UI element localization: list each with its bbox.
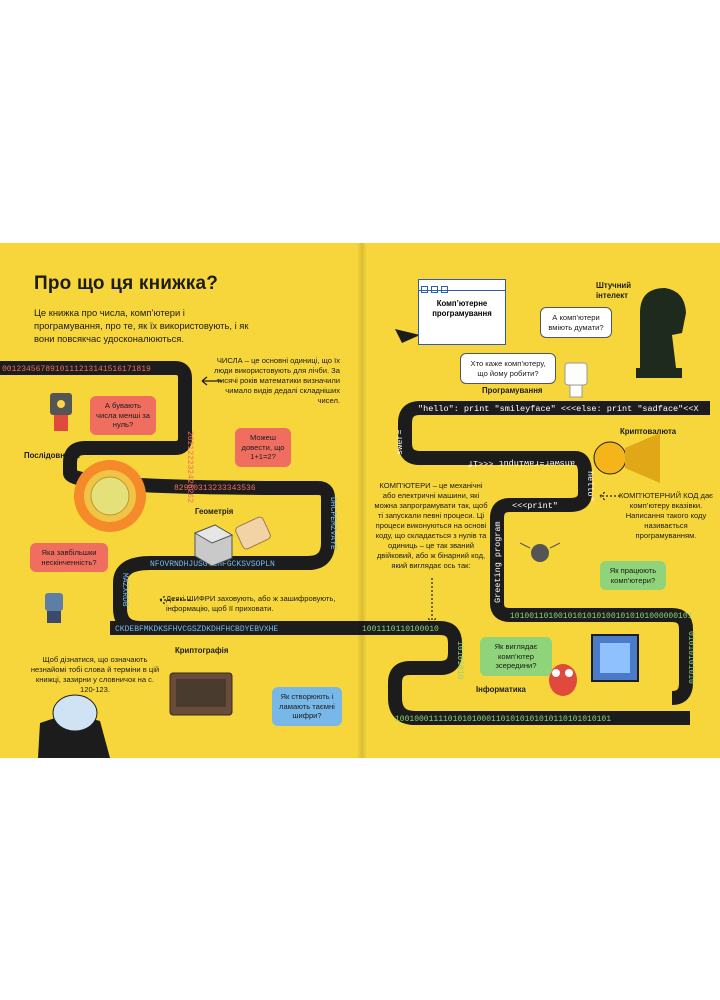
numbers-strip-3: 82930313233343536 [174,484,256,493]
label-geometry: Геометрія [195,507,234,516]
robot-blue-illustration [45,593,63,623]
label-ai: Штучний інтелект [596,281,632,300]
page-title: Про що ця книжка? [34,273,219,294]
programming-window: Комп’ютерне програмування [418,279,506,345]
sunflower-illustration [74,460,146,532]
cylinder-illustration [235,516,271,550]
bubble-prove: Можеш довести, що 1+1=2? [235,428,291,467]
arrow-shyfry [159,595,190,605]
robot-white-illustration [564,362,588,398]
numbers-strip-2: 202122232425262 [185,431,194,503]
arrow-code [599,491,620,501]
bubble-think: А комп’ютери вміють думати? [540,307,612,338]
chess-knight-illustration [636,288,686,378]
window-button-icon [421,286,428,293]
crypto-coin-illustration [593,433,660,483]
bubble-ciphers: Як створюють і ламають таємні шифри? [272,687,342,726]
chysla-text: ЧИСЛА – це основні одиниці, що їх люди в… [213,356,340,405]
window-label: Комп’ютерне програмування [432,299,492,318]
cursor-arrow-icon [395,329,420,343]
label-programming: Програмування [482,386,543,395]
bubble-how: Як працюють комп’ютери? [600,561,666,590]
binary-strip-2: 10101010 [455,641,464,680]
cube-illustration [193,524,234,567]
code-hello: hello" [585,471,595,502]
label-crypto: Криптовалюта [620,427,677,436]
character-bottom-left-illustration [38,694,110,758]
path-road-illustration: 0012345678910111213141516171819 20212223… [0,288,710,758]
window-titlebar [419,280,505,293]
spider-illustration [519,542,561,562]
bubble-inside: Як виглядає комп’ютер зсередини? [480,637,552,676]
bubble-tell: Хто каже комп’ютеру, що йому робити? [460,353,556,384]
label-cryptography: Криптографія [175,646,229,655]
code-line-3: swer= [395,429,405,455]
glossary-text: Щоб дізнатися, що означають незнайомі то… [30,655,160,694]
binary-strip-3: 10100110100101010101001010101000000101 [510,612,693,621]
label-sequences: Послідовності [24,451,80,460]
window-button-icon [441,286,448,293]
code-greeting: Greeting program [493,521,503,603]
arrow-binary [427,578,437,624]
code-line-1: "hello": print "smileyface" <<<else: pri… [418,404,699,414]
intro-paragraph: Це книжка про числа, комп’ютери і програ… [34,307,249,344]
letters-strip-3: MAZXRDB [120,573,129,607]
numbers-strip-1: 0012345678910111213141516171819 [2,365,151,374]
bubble-infinity: Яка завбільшки нескінченність? [30,543,108,572]
robot-left-illustration [50,393,72,431]
window-button-icon [431,286,438,293]
code-text: КОМП’ЮТЕРНИЙ КОД дає комп’ютеру вказівки… [618,491,714,540]
page-gutter [357,243,367,758]
book-spread: 0012345678910111213141516171819 20212223… [0,243,720,758]
binary-strip-4: 01010101010 [686,631,695,684]
arrow-chysla [201,376,222,386]
road-right [398,401,710,705]
binary-strip-5: 1001000111101010100011010101010101101010… [395,715,611,724]
cpu-chip-illustration [591,634,639,682]
road-bottom [110,621,690,725]
code-line-2: answer=rawinput <<<if [468,458,575,468]
binary-strip-1: 1001110110100010 [362,625,439,634]
enigma-illustration [169,672,233,716]
bubble-zero: А бувають числа менші за нуль? [90,396,156,435]
label-informatics: Інформатика [476,685,526,694]
robot-red-illustration [549,664,577,696]
letters-strip-4: CKDEBFMKDKSFHVCGSZDKDHFHCBDYEBVXHE [115,625,278,634]
computers-text: КОМП’ЮТЕРИ – це механічні або електричні… [374,481,488,570]
road-left [0,361,360,635]
shyfry-text: Деякі ШИФРИ заховують, або ж зашифровуют… [166,594,336,613]
code-line-4: <<<print" [512,501,558,511]
letters-strip-1: DHCPEMZVAYE [328,497,337,550]
